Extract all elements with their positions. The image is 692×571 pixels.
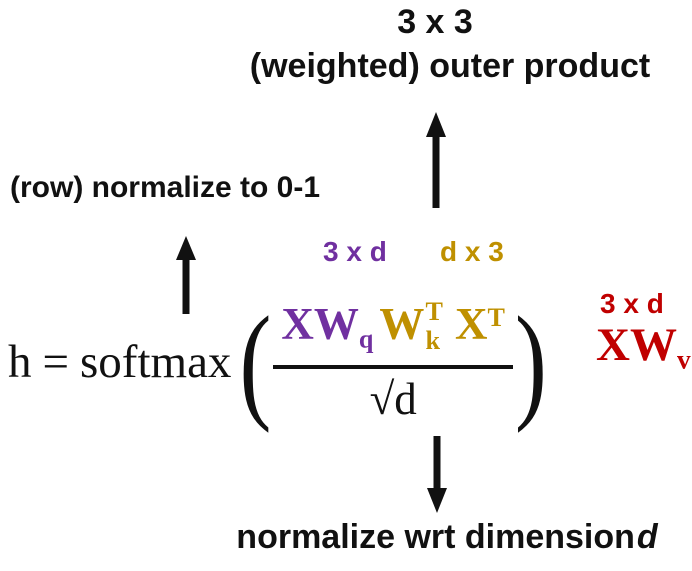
up-arrow-icon <box>176 236 196 314</box>
outer-product-dim-label: 3 x 3 <box>397 3 473 41</box>
dimension-d-symbol: d <box>636 518 658 556</box>
normalize-dimension-text: normalize wrt dimension <box>236 518 635 556</box>
normalize-dimension-caption: normalize wrt dimensiond <box>236 518 657 557</box>
value-term: XWv <box>596 319 691 375</box>
query-dim-label: 3 x d <box>323 236 387 267</box>
fraction-denominator: √d <box>369 373 417 424</box>
formula-lhs: h <box>8 336 32 388</box>
down-arrow-icon <box>427 436 447 513</box>
close-paren: ) <box>514 289 547 434</box>
value-dim-label: 3 x d <box>600 288 664 319</box>
outer-product-caption: (weighted) outer product <box>249 47 651 85</box>
key-dim-label: d x 3 <box>440 236 504 267</box>
open-paren: ( <box>239 289 272 434</box>
softmax-label: softmax <box>80 336 232 388</box>
up-arrow-icon <box>426 112 446 208</box>
equals-sign: = <box>42 336 70 388</box>
row-normalize-caption: (row) normalize to 0-1 <box>10 171 321 204</box>
query-term: XWq <box>281 299 374 354</box>
